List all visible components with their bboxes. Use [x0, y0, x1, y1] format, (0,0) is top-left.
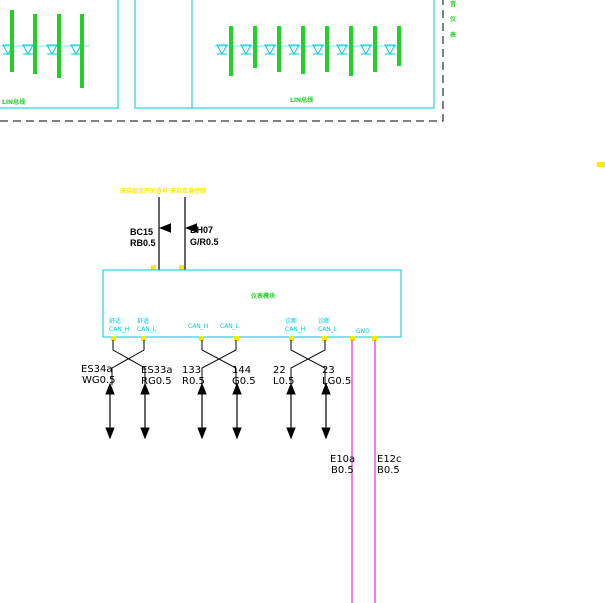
- pin-dot: [151, 265, 156, 270]
- ground-wires: E10a B0.5 E12c B0.5: [330, 340, 402, 603]
- left-module-box: [0, 0, 119, 109]
- pin-dot: [141, 336, 146, 341]
- pin-label-a: 诊断: [285, 317, 297, 325]
- pair-2-left-code: 133: [182, 365, 201, 376]
- led-icon: [360, 44, 372, 56]
- pin-dot: [289, 336, 294, 341]
- margin-char-3: 表: [449, 31, 457, 39]
- module-name: 仪表模块: [250, 292, 276, 300]
- twisted-pair-1: [105, 340, 150, 440]
- pair-1-right-code: ES33a: [141, 365, 173, 376]
- pin-label-a: 舒适: [137, 317, 149, 325]
- led-icon: [22, 44, 34, 56]
- led-icon: [240, 44, 252, 56]
- left-box-caption: LIN总线: [2, 98, 25, 106]
- pin-label-b: CAN_H: [109, 326, 129, 333]
- right-wire-spec: G/R0.5: [190, 237, 219, 247]
- pin-label-a: 舒适: [109, 317, 121, 325]
- led-icon: [384, 44, 396, 56]
- led-icon: [312, 44, 324, 56]
- twisted-pair-2: [197, 340, 242, 440]
- led-icon: [46, 44, 58, 56]
- instrument-module: 仪表模块 舒适 CAN_H 舒适 CAN_L CAN_H CAN_L 诊断 CA…: [102, 269, 402, 341]
- pair-3-right-code: 23: [322, 365, 335, 376]
- left-wire-spec: RB0.5: [130, 238, 156, 248]
- led-icon: [264, 44, 276, 56]
- pin-dot: [199, 336, 204, 341]
- pin-label-b: CAN_L: [137, 326, 157, 333]
- right-module-box: [134, 0, 435, 109]
- dashed-enclosure: [0, 0, 444, 122]
- pin-label-b: CAN_H: [188, 323, 208, 330]
- top-panel: LIN总线: [0, 0, 457, 122]
- margin-char-2: 仪: [449, 16, 457, 23]
- input-header-label: 来自组合开关信号 来自车身控制: [120, 187, 206, 195]
- module-box: [102, 269, 402, 338]
- pin-dot: [179, 265, 184, 270]
- pin-label-b: CAN_L: [318, 326, 338, 333]
- pair-2-right-code: 144: [232, 365, 251, 376]
- pair-1-left-spec: WG0.5: [82, 375, 116, 386]
- pin-dot: [322, 336, 327, 341]
- right-led-group: LIN总线: [214, 26, 401, 104]
- pair-2-right-spec: G0.5: [232, 376, 256, 387]
- left-wire-code: BC15: [130, 227, 153, 237]
- led-icon: [216, 44, 228, 56]
- ground-wire-1-spec: B0.5: [331, 465, 354, 476]
- pin-dot: [111, 336, 116, 341]
- pin-label-b: CAN_L: [220, 323, 240, 330]
- led-icon: [336, 44, 348, 56]
- ground-wire-1-code: E10a: [330, 454, 355, 465]
- pair-1-left-code: ES34a: [81, 364, 113, 375]
- pin-label-b: CAN_H: [285, 326, 305, 333]
- right-wire-code: BH07: [190, 225, 213, 235]
- pin-dot: [372, 336, 377, 341]
- pin-dot: [234, 336, 239, 341]
- offpage-marker: [597, 162, 605, 167]
- pin-dot: [350, 336, 355, 341]
- led-icon: [288, 44, 300, 56]
- right-box-caption: LIN总线: [290, 96, 313, 104]
- pair-2-left-spec: R0.5: [182, 376, 205, 387]
- led-icon: [70, 44, 82, 56]
- pin-label-a: 诊断: [318, 317, 330, 325]
- twisted-pair-3: [286, 340, 331, 440]
- pair-3-right-spec: LG0.5: [322, 376, 351, 387]
- pair-3-left-spec: L0.5: [273, 376, 294, 387]
- left-led-group: LIN总线: [0, 10, 90, 106]
- ground-wire-2-code: E12c: [377, 454, 402, 465]
- input-signals: 来自组合开关信号 来自车身控制 BC15 RB0.5 BH07 G/R0.5: [120, 187, 219, 270]
- pair-1-right-spec: RG0.5: [141, 376, 172, 387]
- pair-3-left-code: 22: [273, 365, 286, 376]
- ground-wire-2-spec: B0.5: [377, 465, 400, 476]
- margin-char-1: 音: [450, 0, 456, 8]
- pin-label-b: GND: [356, 328, 370, 335]
